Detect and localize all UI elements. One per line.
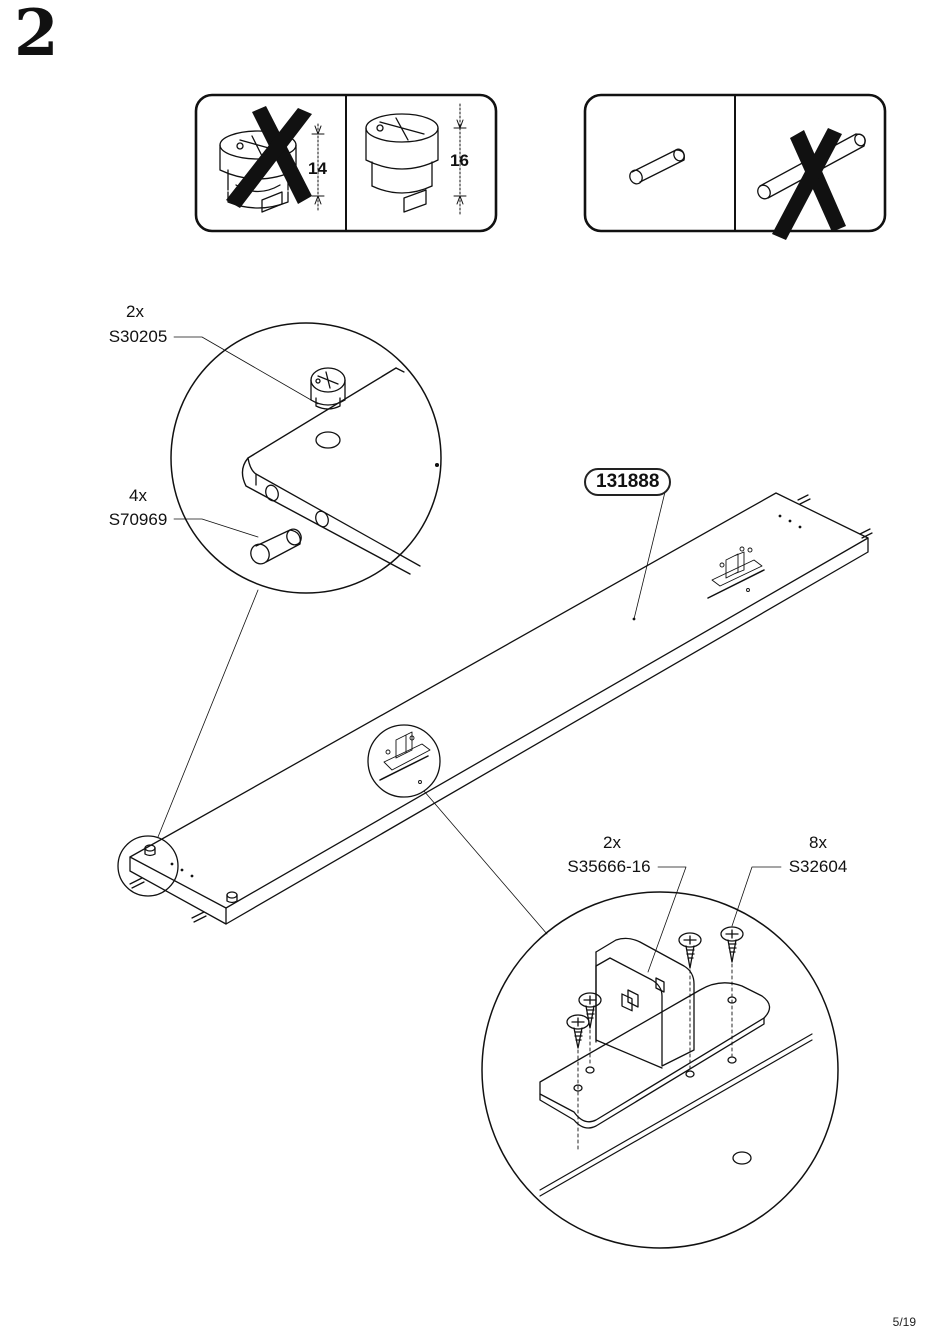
cam-height-right: 16 <box>450 151 469 170</box>
screw-icon <box>578 992 602 1029</box>
bracket-icon <box>707 546 765 599</box>
part-leader-line <box>633 491 666 620</box>
cam-lock-correct-icon <box>365 113 439 213</box>
cam-lock-icon <box>144 844 238 904</box>
height-16-dimension <box>453 103 467 215</box>
cam-lock-qty: 2x <box>126 302 144 321</box>
cam-lock-code: S30205 <box>108 327 168 346</box>
dowel-qty: 4x <box>129 486 147 505</box>
end-detail-marker <box>117 835 179 897</box>
dowel-wrong-icon <box>757 133 866 200</box>
bracket-qty: 2x <box>603 833 621 852</box>
screw-icon <box>720 926 744 963</box>
page-number: 5/19 <box>892 1315 916 1329</box>
bracket-detail-magnifier <box>481 891 839 1249</box>
dowel-icon <box>250 528 302 565</box>
cam-height-wrong: 14 <box>308 159 327 178</box>
dowel-comparison-panel <box>583 93 887 240</box>
prohibited-cross-icon <box>226 106 312 208</box>
board-131888 <box>129 492 873 925</box>
bracket-position-marker <box>367 724 441 798</box>
screw-icon <box>678 932 702 969</box>
dowel-icon <box>129 877 207 923</box>
dowel-correct-icon <box>629 148 685 185</box>
cam-lock-comparison-panel <box>194 93 498 233</box>
bracket-code: S35666-16 <box>567 857 651 876</box>
screw-icon <box>566 1014 590 1049</box>
screw-qty: 8x <box>809 833 827 852</box>
cam-dowel-detail-magnifier <box>170 322 442 594</box>
height-14-dimension <box>311 123 325 213</box>
prohibited-cross-icon <box>772 128 846 240</box>
dowel-icon <box>797 494 873 539</box>
dowel-code: S70969 <box>108 510 168 529</box>
screw-code: S32604 <box>788 857 848 876</box>
part-number-badge: 131888 <box>584 468 672 496</box>
step-number: 2 <box>14 0 59 71</box>
